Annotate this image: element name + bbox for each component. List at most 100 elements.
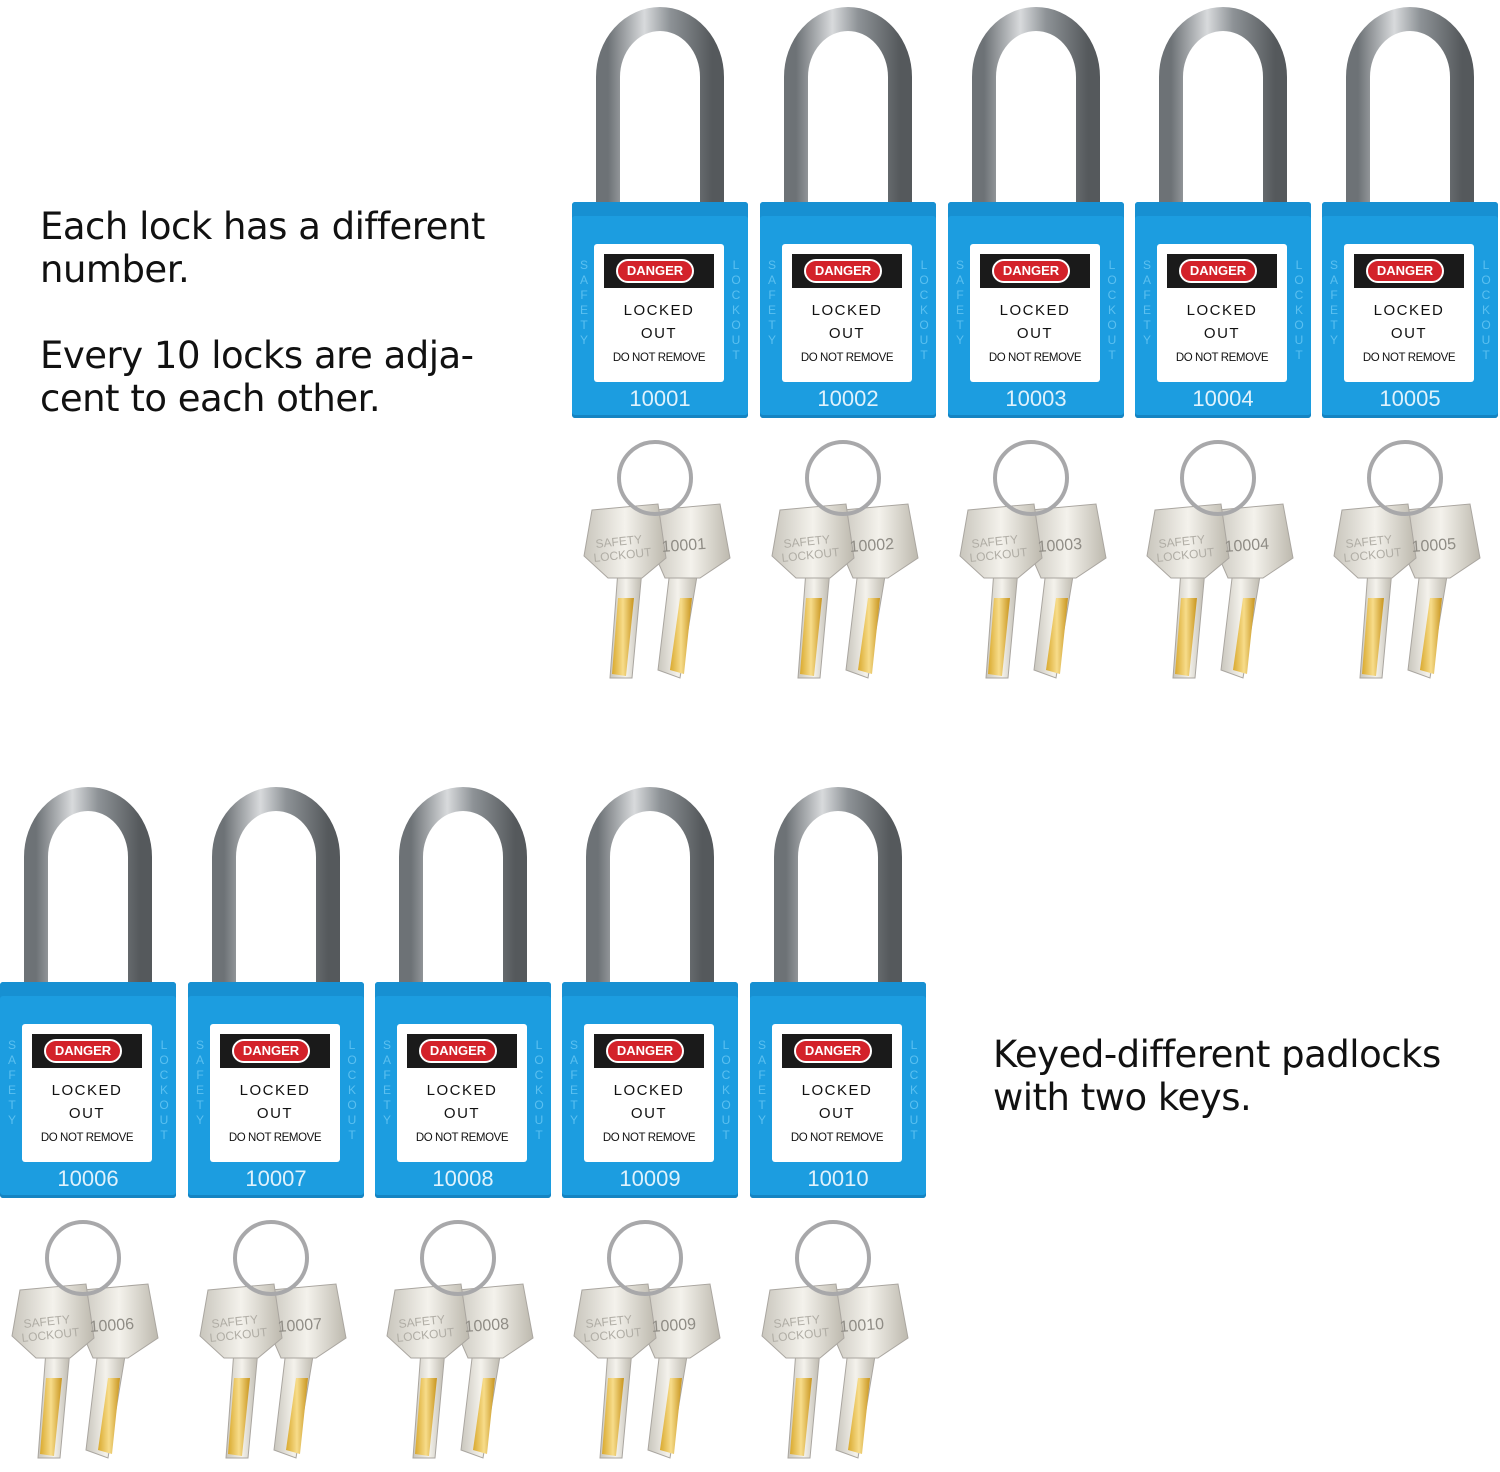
padlock: SAFETY LOCKOUT DANGER LOCKED OUT DO NOT … (0, 782, 176, 1202)
danger-badge: DANGER (44, 1039, 122, 1063)
key-brand-text: SAFETY (211, 1312, 259, 1331)
keys-icon: SAFETY LOCKOUT 10009 (573, 1220, 721, 1459)
key-number: 10007 (277, 1316, 323, 1336)
out-text: OUT (68, 1105, 106, 1122)
do-not-remove-text: DO NOT REMOVE (612, 352, 706, 364)
danger-tag: DANGER LOCKED OUT DO NOT REMOVE (22, 1024, 152, 1162)
do-not-remove-text: DO NOT REMOVE (790, 1132, 884, 1144)
danger-header: DANGER (1167, 254, 1277, 288)
do-not-remove-text: DO NOT REMOVE (602, 1132, 696, 1144)
danger-badge: DANGER (616, 259, 694, 283)
side-text-safety: SAFETY (757, 1038, 766, 1127)
shackle-icon (399, 787, 527, 997)
lock-body: SAFETY LOCKOUT DANGER LOCKED OUT DO NOT … (572, 202, 748, 418)
danger-tag: DANGER LOCKED OUT DO NOT REMOVE (970, 244, 1100, 382)
key-brand-text: LOCKOUT (1343, 545, 1403, 565)
danger-badge: DANGER (804, 259, 882, 283)
danger-header: DANGER (407, 1034, 517, 1068)
side-text-lockout: LOCKOUT (721, 1038, 731, 1142)
key-brand-text: SAFETY (1345, 532, 1393, 551)
danger-header: DANGER (1354, 254, 1464, 288)
caption-keyed-different: Keyed-different padlocks with two keys. (993, 1033, 1441, 1119)
key-number: 10002 (849, 536, 895, 556)
key-brand-text: LOCKOUT (771, 1325, 831, 1345)
out-text: OUT (630, 1105, 668, 1122)
danger-tag: DANGER LOCKED OUT DO NOT REMOVE (210, 1024, 340, 1162)
lock-number: 10004 (1192, 386, 1254, 411)
lock-number: 10009 (619, 1166, 681, 1191)
key-pair: SAFETY LOCKOUT 10004 (1143, 438, 1303, 688)
danger-badge: DANGER (794, 1039, 872, 1063)
key-brand-text: SAFETY (971, 532, 1019, 551)
locked-text: LOCKED (51, 1082, 123, 1099)
key-number: 10003 (1037, 536, 1083, 556)
shackle-icon (596, 7, 724, 217)
key-brand-text: LOCKOUT (1156, 545, 1216, 565)
danger-badge: DANGER (1366, 259, 1444, 283)
keys-icon: SAFETY LOCKOUT 10003 (959, 440, 1107, 679)
danger-header: DANGER (782, 1034, 892, 1068)
danger-tag: DANGER LOCKED OUT DO NOT REMOVE (584, 1024, 714, 1162)
locked-text: LOCKED (1373, 302, 1445, 319)
lock-body: SAFETY LOCKOUT DANGER LOCKED OUT DO NOT … (1322, 202, 1498, 418)
out-text: OUT (256, 1105, 294, 1122)
keys-icon: SAFETY LOCKOUT 10001 (583, 440, 731, 679)
side-text-lockout: LOCKOUT (1481, 258, 1491, 362)
lock-number: 10002 (817, 386, 879, 411)
danger-tag: DANGER LOCKED OUT DO NOT REMOVE (1157, 244, 1287, 382)
side-text-lockout: LOCKOUT (534, 1038, 544, 1142)
lock-number: 10003 (1005, 386, 1067, 411)
key-number: 10008 (464, 1316, 510, 1336)
out-text: OUT (1203, 325, 1241, 342)
lock-number: 10005 (1379, 386, 1441, 411)
danger-header: DANGER (604, 254, 714, 288)
keys-icon: SAFETY LOCKOUT 10006 (11, 1220, 159, 1459)
key-number: 10005 (1411, 536, 1457, 556)
do-not-remove-text: DO NOT REMOVE (228, 1132, 322, 1144)
do-not-remove-text: DO NOT REMOVE (415, 1132, 509, 1144)
danger-tag: DANGER LOCKED OUT DO NOT REMOVE (594, 244, 724, 382)
key-brand-text: LOCKOUT (396, 1325, 456, 1345)
lock-body: SAFETY LOCKOUT DANGER LOCKED OUT DO NOT … (375, 982, 551, 1198)
shackle-icon (1159, 7, 1287, 217)
key-number: 10004 (1224, 536, 1270, 556)
lock-body: SAFETY LOCKOUT DANGER LOCKED OUT DO NOT … (948, 202, 1124, 418)
out-text: OUT (640, 325, 678, 342)
padlock: SAFETY LOCKOUT DANGER LOCKED OUT DO NOT … (948, 2, 1124, 422)
padlock: SAFETY LOCKOUT DANGER LOCKED OUT DO NOT … (188, 782, 364, 1202)
key-number: 10001 (661, 536, 707, 556)
out-text: OUT (443, 1105, 481, 1122)
shackle-icon (212, 787, 340, 997)
shackle-icon (24, 787, 152, 997)
key-pair: SAFETY LOCKOUT 10003 (956, 438, 1116, 688)
key-brand-text: LOCKOUT (209, 1325, 269, 1345)
danger-header: DANGER (792, 254, 902, 288)
lock-number: 10007 (245, 1166, 307, 1191)
lock-body: SAFETY LOCKOUT DANGER LOCKED OUT DO NOT … (760, 202, 936, 418)
side-text-safety: SAFETY (1142, 258, 1151, 347)
shackle-icon (586, 787, 714, 997)
shackle-icon (774, 787, 902, 997)
locked-text: LOCKED (623, 302, 695, 319)
side-text-lockout: LOCKOUT (1107, 258, 1117, 362)
side-text-safety: SAFETY (767, 258, 776, 347)
key-number: 10010 (839, 1316, 885, 1336)
locked-text: LOCKED (999, 302, 1071, 319)
side-text-lockout: LOCKOUT (347, 1038, 357, 1142)
shackle-icon (972, 7, 1100, 217)
out-text: OUT (818, 1105, 856, 1122)
lock-number: 10006 (57, 1166, 119, 1191)
locked-text: LOCKED (239, 1082, 311, 1099)
out-text: OUT (1016, 325, 1054, 342)
danger-badge: DANGER (606, 1039, 684, 1063)
do-not-remove-text: DO NOT REMOVE (1175, 352, 1269, 364)
padlock: SAFETY LOCKOUT DANGER LOCKED OUT DO NOT … (375, 782, 551, 1202)
do-not-remove-text: DO NOT REMOVE (40, 1132, 134, 1144)
lock-number: 10001 (629, 386, 691, 411)
keys-icon: SAFETY LOCKOUT 10010 (761, 1220, 909, 1459)
danger-tag: DANGER LOCKED OUT DO NOT REMOVE (1344, 244, 1474, 382)
padlock: SAFETY LOCKOUT DANGER LOCKED OUT DO NOT … (1322, 2, 1498, 422)
locked-text: LOCKED (811, 302, 883, 319)
key-number: 10009 (651, 1316, 697, 1336)
danger-header: DANGER (32, 1034, 142, 1068)
